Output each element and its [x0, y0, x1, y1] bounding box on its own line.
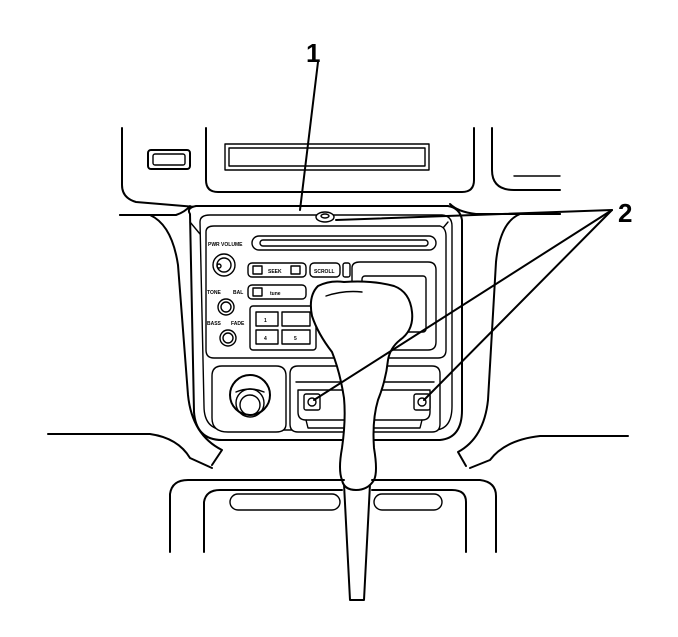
fade-label: FADE — [231, 321, 245, 327]
callout-2: 2 — [313, 198, 632, 401]
floor-console — [169, 479, 497, 553]
scroll-label: SCROLL — [314, 269, 335, 275]
preset-1: 1 — [264, 318, 267, 324]
tone-label: TONE — [207, 290, 221, 296]
preset-5: 5 — [294, 336, 297, 342]
bezel-screw-top — [315, 211, 335, 223]
hazard-switch — [147, 149, 191, 170]
upper-vent — [121, 127, 561, 209]
tune-label: tune — [270, 291, 281, 297]
bal-label: BAL — [233, 290, 243, 296]
seek-label: SEEK — [268, 269, 282, 275]
bass-label: BASS — [207, 321, 222, 327]
callout-1-label: 1 — [306, 38, 320, 68]
callout-2-label: 2 — [618, 198, 632, 228]
lower-panel — [211, 365, 441, 433]
shift-lever — [309, 280, 414, 601]
callout-1: 1 — [299, 38, 320, 211]
preset-4: 4 — [264, 336, 267, 342]
volume-label: PWR VOLUME — [208, 242, 243, 248]
